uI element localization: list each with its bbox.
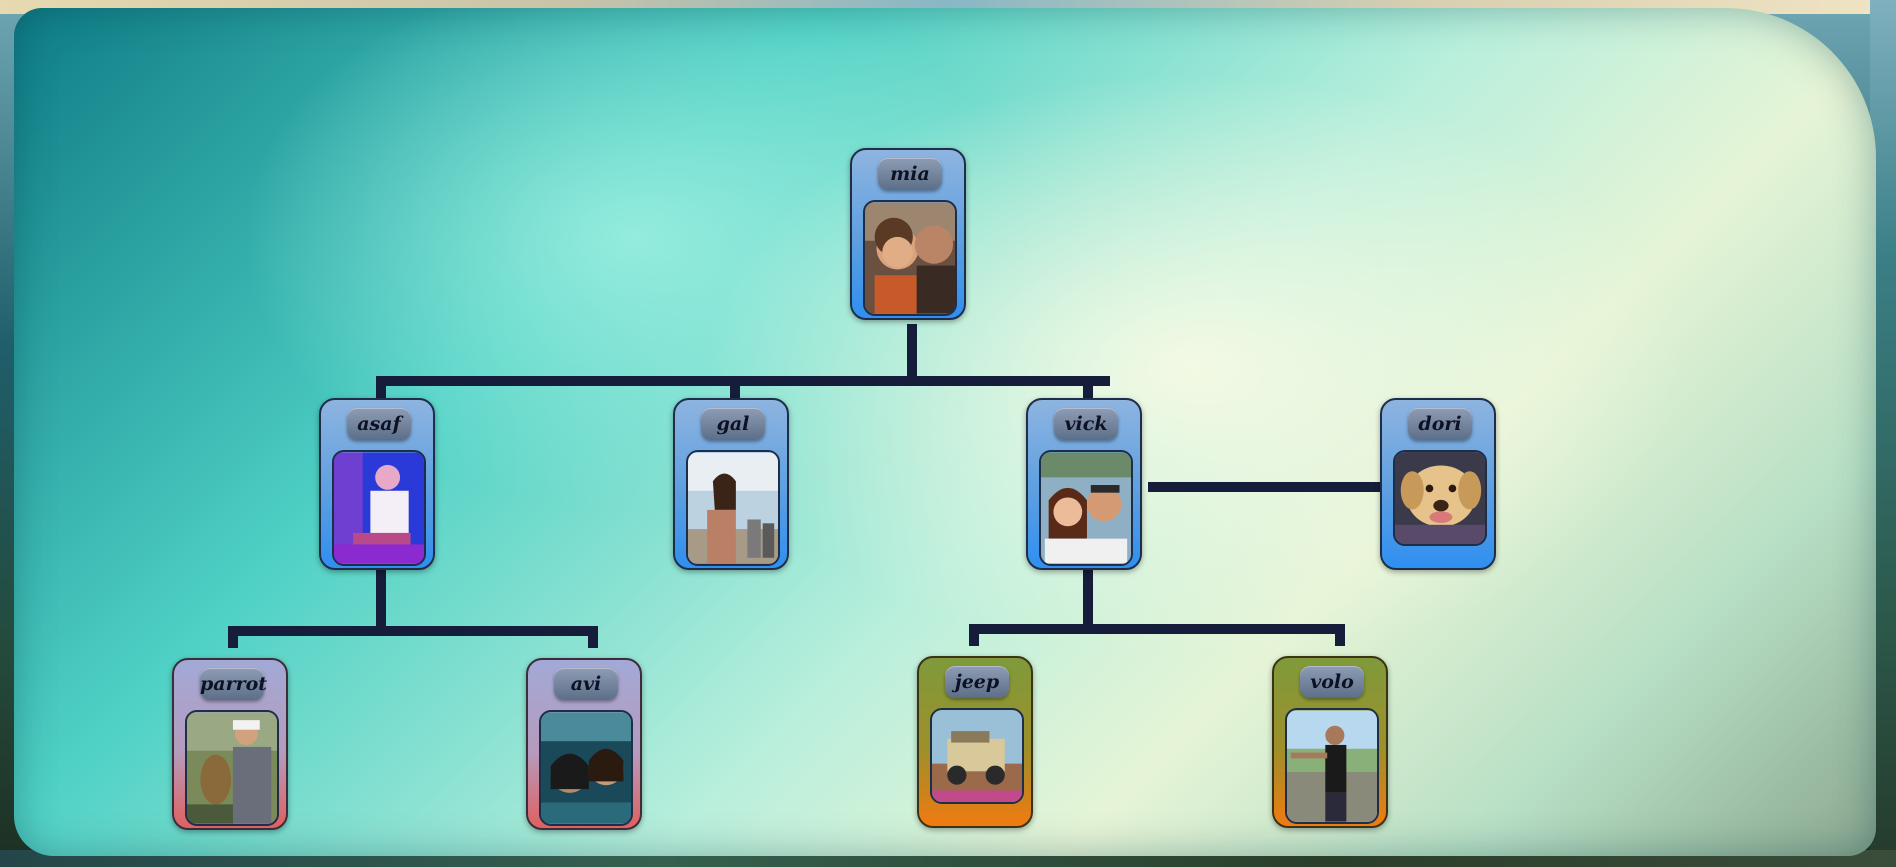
- friends-selfie-photo: [539, 710, 633, 826]
- dog-photo: [1393, 450, 1487, 546]
- connector-to-jeep: [969, 624, 979, 646]
- person-card-avi[interactable]: avi: [526, 658, 642, 830]
- person-name-label: mia: [878, 158, 942, 190]
- connector-to-asaf: [376, 376, 386, 400]
- connector-vick-children-bar: [969, 624, 1345, 634]
- connector-to-gal: [730, 376, 740, 400]
- couple-selfie-icon: [1041, 452, 1131, 564]
- connector-asaf-children-bar: [228, 626, 598, 636]
- person-card-asaf[interactable]: asaf: [319, 398, 435, 570]
- guitarist-photo: [332, 450, 426, 566]
- person-card-vick[interactable]: vick: [1026, 398, 1142, 570]
- connector-to-vick: [1083, 376, 1093, 400]
- woman-beach-photo: [686, 450, 780, 566]
- person-name-label: vick: [1054, 408, 1118, 440]
- person-card-parrot[interactable]: parrot: [172, 658, 288, 830]
- couple-selfie-photo: [1039, 450, 1133, 566]
- person-card-gal[interactable]: gal: [673, 398, 789, 570]
- person-name-label: jeep: [945, 666, 1009, 698]
- person-name-label: parrot: [200, 668, 267, 700]
- man-with-parrot-photo: [185, 710, 279, 826]
- connector-to-volo: [1335, 624, 1345, 646]
- man-with-parrot-icon: [187, 712, 277, 824]
- man-on-beach-photo: [1285, 708, 1379, 824]
- jeep-icon: [932, 710, 1022, 802]
- jeep-photo: [930, 708, 1024, 804]
- person-card-volo[interactable]: volo: [1272, 656, 1388, 828]
- connector-vick-down: [1083, 568, 1093, 626]
- person-card-dori[interactable]: dori: [1380, 398, 1496, 570]
- connector-to-parrot: [228, 626, 238, 648]
- connector-vick-dori: [1148, 482, 1394, 492]
- friends-selfie-icon: [541, 712, 631, 824]
- woman-beach-icon: [688, 452, 778, 564]
- person-name-label: dori: [1408, 408, 1472, 440]
- child-selfie-photo: [863, 200, 957, 316]
- child-selfie-icon: [865, 202, 955, 314]
- man-on-beach-icon: [1287, 710, 1377, 822]
- person-name-label: gal: [701, 408, 765, 440]
- dog-icon: [1395, 452, 1485, 544]
- guitarist-icon: [334, 452, 424, 564]
- person-card-mia[interactable]: mia: [850, 148, 966, 320]
- connector-root-down: [907, 324, 917, 380]
- connector-to-avi: [588, 626, 598, 648]
- person-name-label: asaf: [347, 408, 411, 440]
- person-card-jeep[interactable]: jeep: [917, 656, 1033, 828]
- person-name-label: avi: [554, 668, 618, 700]
- person-name-label: volo: [1300, 666, 1364, 698]
- connector-level1-bar: [376, 376, 1110, 386]
- connector-asaf-down: [376, 568, 386, 628]
- family-tree-canvas: mia asaf: [14, 8, 1876, 856]
